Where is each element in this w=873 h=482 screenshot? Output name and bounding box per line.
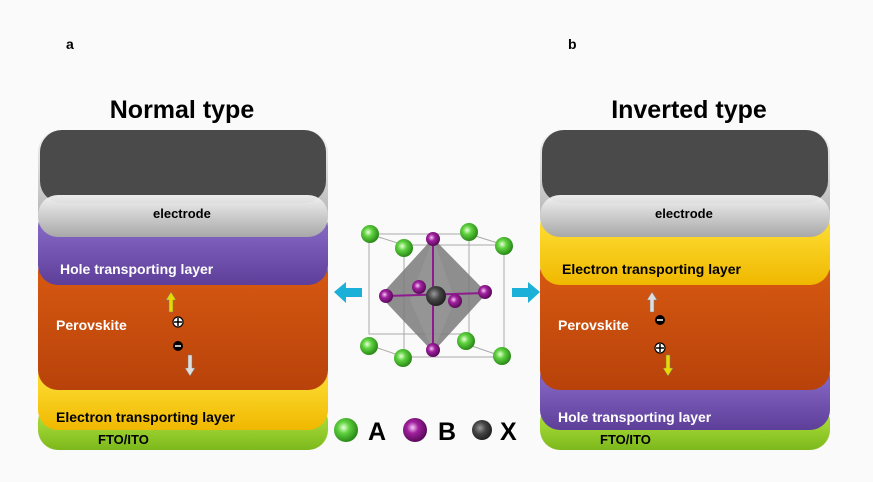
arrow-up-icon bbox=[165, 291, 177, 313]
cell-stack-normal: FTO/ITO Electron transporting layer Perovs… bbox=[38, 130, 328, 450]
atom-a bbox=[460, 223, 478, 241]
layer-label-electrode: electrode bbox=[153, 206, 211, 221]
layer-top bbox=[40, 130, 326, 203]
hole-charge-icon bbox=[172, 316, 184, 328]
atom-a bbox=[360, 337, 378, 355]
legend-label-a: A bbox=[368, 418, 386, 446]
layer-label-substrate: FTO/ITO bbox=[600, 432, 651, 447]
legend-label-b: B bbox=[438, 418, 456, 446]
electron-charge-icon bbox=[173, 341, 183, 351]
atom-x bbox=[426, 286, 446, 306]
arrow-up-icon bbox=[646, 291, 658, 313]
atom-a bbox=[457, 332, 475, 350]
panel-letter-a: a bbox=[66, 36, 74, 52]
layer-label-perovskite: Perovskite bbox=[558, 317, 629, 333]
layer-electrode: electrode bbox=[38, 130, 328, 237]
layer-label-lower: Hole transporting layer bbox=[558, 409, 712, 425]
arrow-left-icon bbox=[334, 282, 362, 303]
layer-label-upper: Electron transporting layer bbox=[562, 261, 741, 277]
atom-b bbox=[426, 343, 440, 357]
atom-b bbox=[412, 280, 426, 294]
atom-a bbox=[395, 239, 413, 257]
hole-charge-icon bbox=[654, 342, 666, 354]
layer-label-upper: Hole transporting layer bbox=[60, 261, 214, 277]
atom-b bbox=[379, 289, 393, 303]
atom-a bbox=[361, 225, 379, 243]
legend-swatch-a bbox=[334, 418, 358, 442]
layer-top bbox=[542, 130, 828, 203]
layer-label-perovskite: Perovskite bbox=[56, 317, 127, 333]
panel-letter-b: b bbox=[568, 36, 577, 52]
atom-legend: A B X bbox=[334, 418, 517, 446]
arrow-down-icon bbox=[184, 354, 196, 377]
legend-label-x: X bbox=[500, 418, 517, 446]
atom-b bbox=[478, 285, 492, 299]
atom-b bbox=[448, 294, 462, 308]
perovskite-crystal-structure bbox=[360, 223, 513, 367]
cell-stack-inverted: FTO/ITO Hole transporting layer Perovskite… bbox=[540, 130, 830, 450]
layer-electrode: electrode bbox=[540, 130, 830, 237]
layer-label-substrate: FTO/ITO bbox=[98, 432, 149, 447]
atom-a bbox=[493, 347, 511, 365]
layer-label-electrode: electrode bbox=[655, 206, 713, 221]
legend-swatch-x bbox=[472, 420, 492, 440]
panel-title-inverted: Inverted type bbox=[611, 96, 767, 124]
layer-label-lower: Electron transporting layer bbox=[56, 409, 235, 425]
arrow-down-icon bbox=[662, 354, 674, 377]
atom-a bbox=[394, 349, 412, 367]
panel-title-normal: Normal type bbox=[110, 96, 255, 124]
atom-a bbox=[495, 237, 513, 255]
arrow-right-icon bbox=[512, 282, 540, 303]
electron-charge-icon bbox=[655, 315, 665, 325]
legend-swatch-b bbox=[403, 418, 427, 442]
atom-b bbox=[426, 232, 440, 246]
